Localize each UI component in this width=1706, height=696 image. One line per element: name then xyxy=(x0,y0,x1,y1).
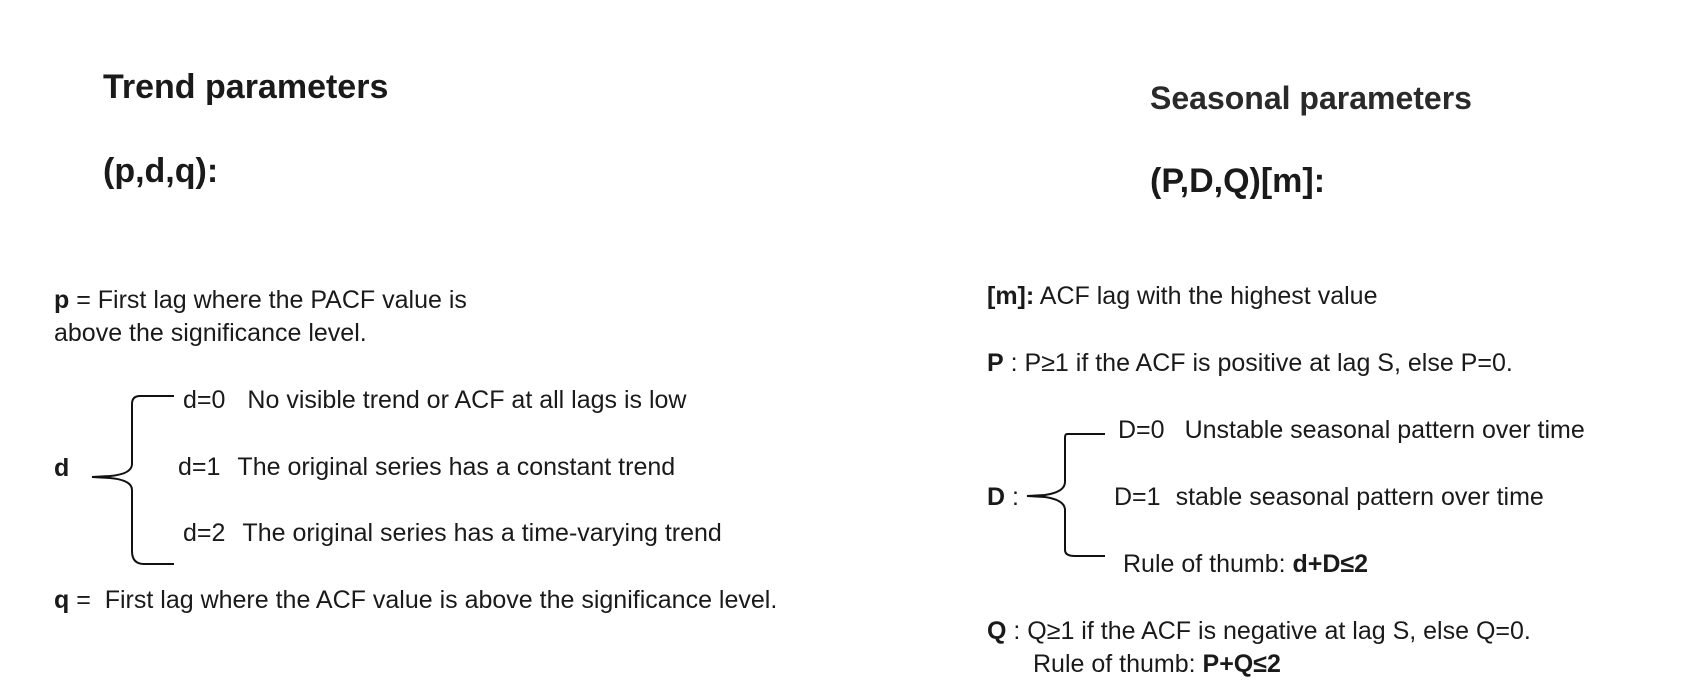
d1-code: d=1 xyxy=(178,453,221,481)
Q-rule-of-thumb: Rule of thumb: P+Q≤2 xyxy=(987,648,1531,681)
p-definition: p = First lag where the PACF value is ab… xyxy=(54,284,467,350)
q-sep: = xyxy=(69,586,105,614)
d0-option: d=0 No visible trend or ACF at all lags i… xyxy=(183,384,686,417)
q-key: q xyxy=(54,586,70,614)
Q-definition: Q : Q≥1 if the ACF is negative at lag S,… xyxy=(987,615,1531,681)
trend-title: Trend parameters xyxy=(103,68,389,106)
Q-rule-label: Rule of thumb: xyxy=(1033,650,1203,678)
D-rule-label: Rule of thumb: xyxy=(1123,550,1293,578)
Q-key: Q xyxy=(987,617,1007,645)
d1-text: The original series has a constant trend xyxy=(237,453,676,481)
p-line1: First lag where the PACF value is xyxy=(97,286,467,314)
p-sep: = xyxy=(69,286,98,314)
D0-code: D=0 xyxy=(1118,416,1165,444)
P-definition: P : P≥1 if the ACF is positive at lag S,… xyxy=(987,347,1513,380)
P-key: P xyxy=(987,349,1004,377)
D0-option: D=0 Unstable seasonal pattern over time xyxy=(1118,414,1585,447)
Q-rule-value: P+Q≤2 xyxy=(1202,650,1281,678)
D1-text: stable seasonal pattern over time xyxy=(1175,483,1544,511)
Q-text: : Q≥1 if the ACF is negative at lag S, e… xyxy=(1006,617,1531,645)
P-text: : P≥1 if the ACF is positive at lag S, e… xyxy=(1003,349,1513,377)
trend-subtitle: (p,d,q): xyxy=(103,152,219,190)
D-sep: : xyxy=(1005,483,1019,511)
D-label: D : xyxy=(987,481,1019,514)
d1-option: d=1 The original series has a constant tr… xyxy=(178,451,675,484)
d0-text: No visible trend or ACF at all lags is l… xyxy=(247,386,687,414)
D-key: D xyxy=(987,483,1006,511)
d2-option: d=2 The original series has a time-varyin… xyxy=(183,517,722,550)
d-brace xyxy=(91,395,174,565)
d0-code: d=0 xyxy=(183,386,226,414)
m-key: [m]: xyxy=(987,282,1035,310)
D-brace xyxy=(1026,433,1105,557)
q-definition: q = First lag where the ACF value is abo… xyxy=(54,584,777,617)
seasonal-title: Seasonal parameters xyxy=(1150,80,1472,116)
p-line2: above the significance level. xyxy=(54,319,367,347)
D-rule-of-thumb: Rule of thumb: d+D≤2 xyxy=(1123,548,1368,581)
d2-code: d=2 xyxy=(183,519,226,547)
d-key: d xyxy=(54,454,70,482)
D-rule-value: d+D≤2 xyxy=(1292,550,1369,578)
d2-text: The original series has a time-varying t… xyxy=(242,519,722,547)
q-text: First lag where the ACF value is above t… xyxy=(104,586,778,614)
p-key: p xyxy=(54,286,70,314)
D0-text: Unstable seasonal pattern over time xyxy=(1184,416,1585,444)
D1-option: D=1 stable seasonal pattern over time xyxy=(1114,481,1544,514)
D1-code: D=1 xyxy=(1114,483,1161,511)
m-text: ACF lag with the highest value xyxy=(1034,282,1378,310)
seasonal-subtitle: (P,D,Q)[m]: xyxy=(1150,162,1326,200)
m-definition: [m]: ACF lag with the highest value xyxy=(987,280,1377,313)
